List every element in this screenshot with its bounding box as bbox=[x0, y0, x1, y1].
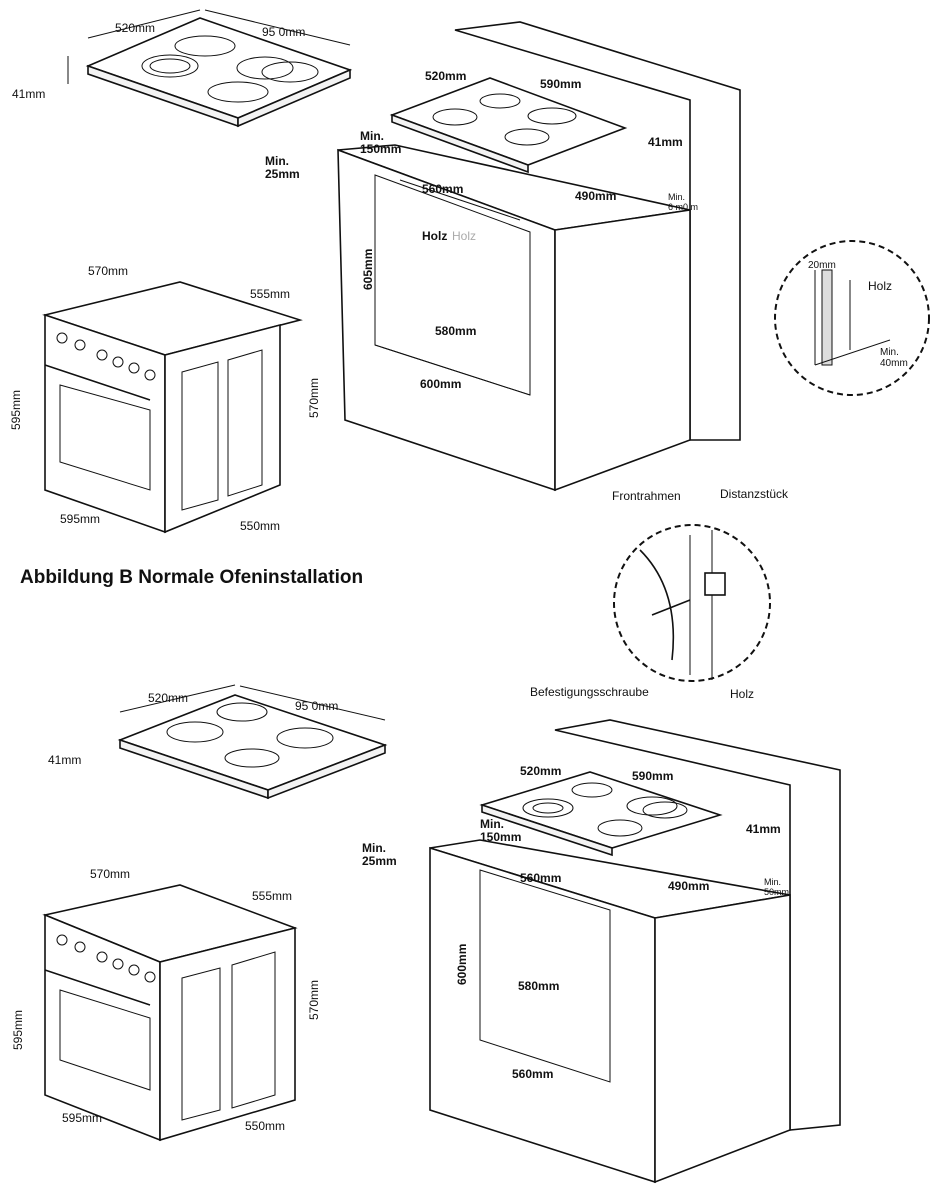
oven-front-label: 595mm bbox=[60, 512, 100, 526]
detail-b-frame-label: Frontrahmen bbox=[612, 489, 681, 503]
cab-min-wall-label: Min.6 m0 m bbox=[668, 192, 698, 212]
figure-title: Abbildung B Normale Ofeninstallation bbox=[20, 567, 363, 588]
cab-b-cut-width-label: 560mm bbox=[520, 871, 561, 885]
detail-b-wood-label: Holz bbox=[730, 687, 754, 701]
cab-cut-depth-label: 490mm bbox=[575, 189, 616, 203]
cabinet-b-height-label: 600mm bbox=[455, 944, 469, 985]
hob-bottom bbox=[117, 684, 388, 800]
hob-width-label: 520mm bbox=[115, 21, 155, 35]
cab-b-hob-height-label: 41mm bbox=[746, 822, 781, 836]
hob-b-width-label: 520mm bbox=[148, 691, 188, 705]
oven-bottom bbox=[42, 884, 298, 1142]
hob-height-label: 41mm bbox=[12, 87, 45, 101]
cab-b-hob-depth-label: 590mm bbox=[632, 769, 673, 783]
cab-hob-height-label: 41mm bbox=[648, 135, 683, 149]
cab-b-min-gap-label: Min.150mm bbox=[480, 817, 521, 844]
detail-circle-b bbox=[613, 524, 771, 682]
cabinet-top bbox=[337, 21, 741, 492]
oven-width-label: 570mm bbox=[88, 264, 128, 278]
cab-min-gap-label: Min.150mm bbox=[360, 129, 401, 156]
oven-top bbox=[42, 281, 303, 534]
oven-b-side-label: 570mm bbox=[307, 980, 321, 1020]
oven-depth-label: 555mm bbox=[250, 287, 290, 301]
oven-b-width-label: 570mm bbox=[90, 867, 130, 881]
cab-b-hob-width-label: 520mm bbox=[520, 764, 561, 778]
hob-b-depth-label: 95 0mm bbox=[295, 699, 338, 713]
detail-a-wood-label: Holz bbox=[868, 279, 892, 293]
cab-hob-width-label: 520mm bbox=[425, 69, 466, 83]
cabinet-b-width-label: 560mm bbox=[512, 1067, 553, 1081]
hob-depth-label: 95 0mm bbox=[262, 25, 305, 39]
oven-side-label: 570mm bbox=[307, 378, 321, 418]
oven-b-side-depth-label: 550mm bbox=[245, 1119, 285, 1133]
wood-label-1: Holz bbox=[422, 229, 447, 243]
detail-circle-a bbox=[774, 240, 930, 396]
detail-b-spacer-label: Distanzstück bbox=[720, 487, 789, 501]
oven-side-depth-label: 550mm bbox=[240, 519, 280, 533]
oven-height-label: 595mm bbox=[9, 390, 23, 430]
oven-b-height-label: 595mm bbox=[11, 1010, 25, 1050]
wood-label-2: Holz bbox=[452, 229, 476, 243]
cabinet-width-label: 600mm bbox=[420, 377, 461, 391]
detail-a-gap-label: 20mm bbox=[808, 260, 836, 271]
detail-b-screw-label: Befestigungsschraube bbox=[530, 685, 649, 699]
hob-b-height-label: 41mm bbox=[48, 753, 81, 767]
hob-top bbox=[67, 9, 353, 128]
cabinet-bottom bbox=[429, 719, 841, 1184]
cab-cut-width-label: 560mm bbox=[422, 182, 463, 196]
oven-b-depth-label: 555mm bbox=[252, 889, 292, 903]
cabinet-b-inner-depth-label: 580mm bbox=[518, 979, 559, 993]
cab-b-min-wall-label: Min.50mm bbox=[764, 877, 789, 897]
oven-b-front-label: 595mm bbox=[62, 1111, 102, 1125]
detail-a-min-label: Min.40mm bbox=[880, 347, 908, 369]
cab-min-front-label: Min.25mm bbox=[265, 154, 300, 181]
cab-b-cut-depth-label: 490mm bbox=[668, 879, 709, 893]
cabinet-height-label: 605mm bbox=[361, 249, 375, 290]
cab-hob-depth-label: 590mm bbox=[540, 77, 581, 91]
cab-b-min-front-label: Min.25mm bbox=[362, 841, 397, 868]
cabinet-inner-depth-label: 580mm bbox=[435, 324, 476, 338]
